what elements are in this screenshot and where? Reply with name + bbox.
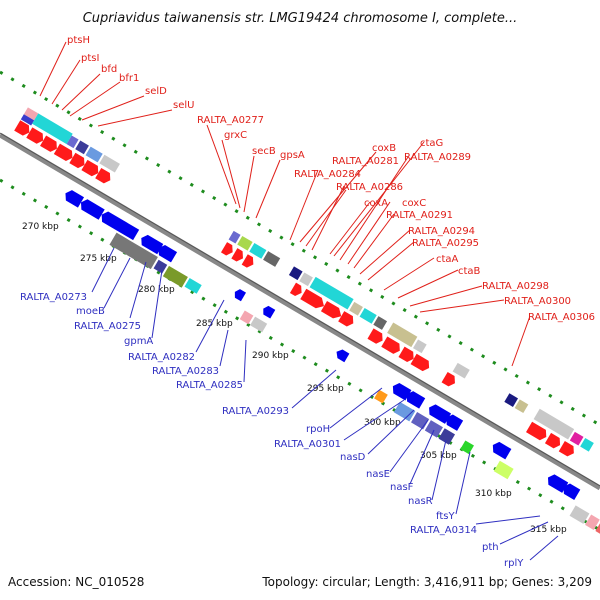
gene-label: RALTA_A0284 bbox=[294, 169, 361, 180]
gene-label: RALTA_A0286 bbox=[336, 182, 403, 193]
kbp-label: 310 kbp bbox=[475, 489, 512, 499]
gene-label: RALTA_A0273 bbox=[20, 292, 87, 303]
reverse-gene-labels bbox=[91, 247, 559, 561]
gene-label: RALTA_A0281 bbox=[332, 156, 399, 167]
gene-label: ftsY bbox=[436, 511, 455, 522]
reverse-gene-label-text: RALTA_A0273 moeB RALTA_A0275 gpmA RALTA_… bbox=[20, 292, 524, 569]
gene-label: nasF bbox=[390, 482, 414, 493]
kbp-label: 315 kbp bbox=[530, 525, 567, 535]
gene-label: RALTA_A0300 bbox=[504, 296, 571, 307]
gene-features bbox=[14, 107, 600, 539]
reverse-genes bbox=[65, 190, 581, 500]
gene-label: RALTA_A0306 bbox=[528, 312, 595, 323]
forward-gene-labels bbox=[39, 41, 531, 367]
kbp-label: 290 kbp bbox=[252, 351, 289, 361]
accession-label: Accession: NC_010528 bbox=[8, 575, 144, 589]
gene-label: RALTA_A0298 bbox=[482, 281, 549, 292]
gene-label: RALTA_A0283 bbox=[152, 366, 219, 377]
gc-track-inner bbox=[0, 178, 600, 532]
gene-label: RALTA_A0277 bbox=[197, 115, 264, 126]
gene-label: bfr1 bbox=[119, 73, 139, 84]
gene-label: ptsI bbox=[81, 53, 99, 64]
gene-label: RALTA_A0295 bbox=[412, 238, 479, 249]
gene-label: RALTA_A0293 bbox=[222, 406, 289, 417]
forward-gene-label-text: ptsH ptsI bfd bfr1 selD selU RALTA_A0277… bbox=[67, 35, 595, 323]
gene-label: ctaB bbox=[458, 266, 481, 277]
gene-label: pth bbox=[482, 542, 499, 553]
gene-label: coxB bbox=[372, 143, 396, 154]
forward-genes bbox=[14, 120, 574, 457]
gene-label: ptsH bbox=[67, 35, 90, 46]
gene-label: bfd bbox=[101, 64, 117, 75]
gene-label: nasE bbox=[366, 469, 390, 480]
gene-label: RALTA_A0294 bbox=[408, 226, 475, 237]
gene-label: selU bbox=[173, 100, 194, 111]
kbp-label: 270 kbp bbox=[22, 222, 59, 232]
gene-label: grxC bbox=[224, 130, 247, 141]
gene-label: RALTA_A0285 bbox=[176, 380, 243, 391]
gene-label: moeB bbox=[76, 306, 105, 317]
gene-boxes-top bbox=[20, 107, 594, 452]
gc-track-outer bbox=[0, 70, 600, 427]
gene-label: coxA bbox=[364, 198, 388, 209]
gene-label: ctaA bbox=[436, 254, 459, 265]
kbp-label: 300 kbp bbox=[364, 418, 401, 428]
gene-label: RALTA_A0282 bbox=[128, 352, 195, 363]
gene-label: ctaG bbox=[420, 138, 443, 149]
kbp-label: 275 kbp bbox=[80, 254, 117, 264]
gene-label: selD bbox=[145, 86, 167, 97]
gene-label: rplY bbox=[504, 558, 524, 569]
kbp-label: 280 kbp bbox=[138, 285, 175, 295]
map-title: Cupriavidus taiwanensis str. LMG19424 ch… bbox=[83, 11, 518, 26]
chromosome-backbone bbox=[0, 132, 600, 491]
gene-boxes-bottom bbox=[109, 232, 600, 539]
gene-label: RALTA_A0301 bbox=[274, 439, 341, 450]
gene-label: secB bbox=[252, 146, 276, 157]
kbp-label: 295 kbp bbox=[307, 384, 344, 394]
gene-label: gpsA bbox=[280, 150, 305, 161]
gene-label: nasD bbox=[340, 452, 366, 463]
gene-label: coxC bbox=[402, 198, 426, 209]
gene-label: RALTA_A0275 bbox=[74, 321, 141, 332]
gene-label: RALTA_A0289 bbox=[404, 152, 471, 163]
gene-label: RALTA_A0291 bbox=[386, 210, 453, 221]
gene-label: nasR bbox=[408, 496, 433, 507]
kbp-label: 285 kbp bbox=[196, 319, 233, 329]
gene-label: RALTA_A0314 bbox=[410, 525, 477, 536]
topology-summary: Topology: circular; Length: 3,416,911 bp… bbox=[261, 575, 592, 589]
kbp-scale: 270 kbp 275 kbp 280 kbp 285 kbp 290 kbp … bbox=[22, 222, 567, 535]
gene-label: rpoH bbox=[306, 424, 330, 435]
kbp-label: 305 kbp bbox=[420, 451, 457, 461]
gene-label: gpmA bbox=[124, 336, 153, 347]
